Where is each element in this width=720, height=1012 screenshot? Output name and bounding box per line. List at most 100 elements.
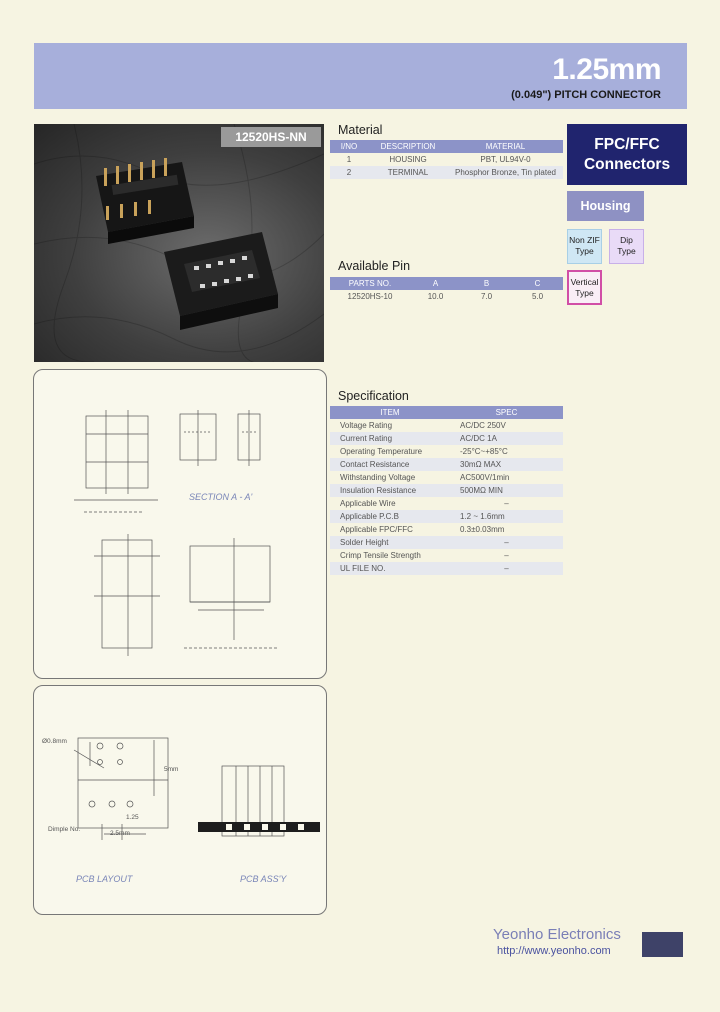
badge-line: Type [575,246,594,256]
header-band: 1.25mm (0.049") PITCH CONNECTOR [34,43,687,109]
spec-item: Insulation Resistance [330,484,450,497]
table-cell: TERMINAL [368,166,448,179]
table-header-row: PARTS NO. A B C [330,277,563,290]
table-row: Voltage Rating AC/DC 250V [330,419,563,432]
table-row: Applicable Wire – [330,497,563,510]
table-header-cell: MATERIAL [448,140,563,153]
spec-value: – [450,562,563,575]
badge-line: Type [575,288,594,298]
website-link[interactable]: http://www.yeonho.com [497,945,611,957]
table-row: 12520HS-10 10.0 7.0 5.0 [330,290,563,303]
spec-value: -25°C~+85°C [460,447,508,456]
table-header-cell: SPEC [450,406,563,419]
dimension-hole: Ø0.8mm [42,738,67,745]
dimension-small: 1.25 [126,814,139,821]
spec-item: Crimp Tensile Strength [340,551,421,560]
fpc-ffc-connectors-badge: FPC/FFC Connectors [567,124,687,185]
table-cell: PBT, UL94V-0 [480,155,531,164]
material-title: Material [338,123,383,137]
table-row: Crimp Tensile Strength – [330,549,563,562]
page-title: 1.25mm [552,53,661,86]
pcb-drawing-panel: Ø0.8mm 2.5mm 5mm 1.25 Dimple No. PCB LAY… [33,685,327,915]
specification-title: Specification [338,389,409,403]
table-row: Operating Temperature -25°C~+85°C [330,445,563,458]
table-header-cell: C [512,277,563,290]
dimension-side: 5mm [164,766,179,773]
table-cell: 2 [330,166,368,179]
table-cell: 5.0 [531,292,544,301]
spec-item: UL FILE NO. [330,562,450,575]
table-cell: 12520HS-10 [347,292,393,301]
badge-line: Vertical [570,277,599,287]
dimension-drawing-panel: SECTION A - A' [33,369,327,679]
available-pin-title: Available Pin [338,259,411,273]
pcb-layout-caption: PCB LAYOUT [76,874,133,884]
spec-item: Operating Temperature [340,447,423,456]
table-header-cell: ITEM [330,406,450,419]
connector-lower [164,232,278,330]
table-cell: 1 [346,155,352,164]
material-table: I/NO DESCRIPTION MATERIAL 1 HOUSING PBT,… [330,140,563,179]
table-cell: Phosphor Bronze, Tin plated [448,166,563,179]
connector-upper [96,158,194,244]
pcb-board-bar [198,822,320,832]
table-header-cell: DESCRIPTION [368,140,448,153]
specification-table: ITEM SPEC Voltage Rating AC/DC 250V Curre… [330,406,563,575]
footer-page-block [642,932,683,957]
spec-item: Applicable Wire [340,499,396,508]
table-cell: 10.0 [427,292,444,301]
company-name: Yeonho Electronics [493,926,621,943]
spec-value: 0.3±0.03mm [460,525,505,534]
spec-value: – [450,536,563,549]
table-header-cell: A [410,277,461,290]
pcb-assy-caption: PCB ASS'Y [240,874,287,884]
table-header-row: ITEM SPEC [330,406,563,419]
spec-value: AC500V/1min [460,473,510,482]
non-zif-type-badge: Non ZIF Type [567,229,602,264]
page-subtitle: (0.049") PITCH CONNECTOR [511,89,661,101]
spec-item: Contact Resistance [330,458,450,471]
badge-line: Non ZIF [569,235,600,245]
spec-item: Current Rating [330,432,450,445]
table-row: Applicable FPC/FFC 0.3±0.03mm [330,523,563,536]
spec-value: 1.2 ~ 1.6mm [450,510,563,523]
available-pin-table: PARTS NO. A B C 12520HS-10 10.0 7.0 5.0 [330,277,563,303]
table-row: UL FILE NO.– [330,562,563,575]
product-photo: 12520HS-NN [34,124,324,362]
spec-item: Voltage Rating [340,421,393,430]
spec-value: AC/DC 250V [460,421,506,430]
dimension-label: Dimple No. [48,826,81,833]
table-header-cell: B [461,277,512,290]
table-header-row: I/NO DESCRIPTION MATERIAL [330,140,563,153]
dip-type-badge: Dip Type [609,229,644,264]
spec-item: Applicable FPC/FFC [340,525,413,534]
table-row: 2 TERMINAL Phosphor Bronze, Tin plated [330,166,563,179]
badge-line: FPC/FFC [594,136,660,153]
spec-value: 30mΩ MAX [450,458,563,471]
table-header-cell: PARTS NO. [330,277,410,290]
table-row: Solder Height– [330,536,563,549]
spec-value: AC/DC 1A [450,432,563,445]
spec-value: – [504,551,509,560]
dimension-drawings [74,410,278,656]
housing-badge: Housing [567,191,644,221]
dimension-pitch: 2.5mm [110,830,130,837]
table-header-cell: I/NO [330,140,368,153]
vertical-type-badge: Vertical Type [567,270,602,305]
badge-line: Type [617,246,636,256]
spec-item: Applicable P.C.B [330,510,450,523]
badge-line: Dip [620,235,633,245]
spec-value: – [504,499,509,508]
spec-item: Solder Height [330,536,450,549]
spec-value: 500MΩ MIN [450,484,563,497]
spec-item: Withstanding Voltage [340,473,416,482]
badge-line: Connectors [583,156,671,173]
table-cell: 7.0 [480,292,493,301]
connector-photo-illustration [34,124,324,362]
table-row: Withstanding Voltage AC500V/1min [330,471,563,484]
section-caption: SECTION A - A' [189,492,253,502]
